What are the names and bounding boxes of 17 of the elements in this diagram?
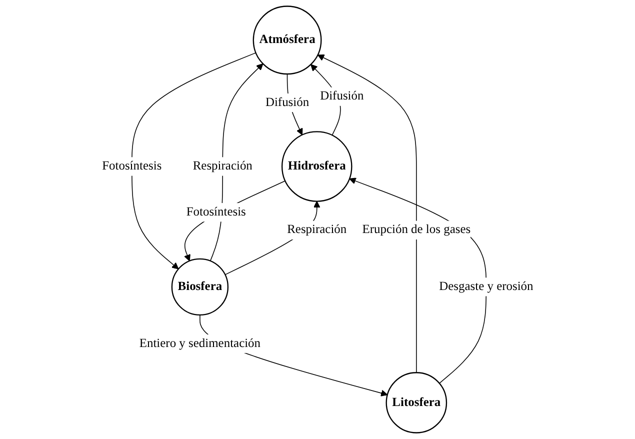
- edge-label: Fotosíntesis: [102, 159, 162, 173]
- node-circle: Hidrosfera: [281, 131, 352, 202]
- node-circle: Atmósfera: [252, 6, 322, 75]
- arrow: [184, 180, 286, 262]
- node-circle: Litosfera: [386, 372, 447, 434]
- edge-label: Difusión: [265, 96, 309, 110]
- arrow: [317, 54, 417, 373]
- edge-label: Fotosíntesis: [186, 205, 246, 219]
- edge-label: Respiración: [286, 223, 346, 236]
- edge-label: Respiración: [192, 159, 252, 173]
- edge-label: Desgaste y erosión: [438, 280, 534, 294]
- edge-label: Difusión: [320, 90, 364, 103]
- arrow: [348, 178, 486, 384]
- arrow: [131, 52, 256, 270]
- edge-label: Erupción de los gases: [362, 223, 470, 236]
- edge-label: Entiero y sedimentación: [139, 336, 260, 350]
- node-circle: Biosfera: [171, 258, 228, 316]
